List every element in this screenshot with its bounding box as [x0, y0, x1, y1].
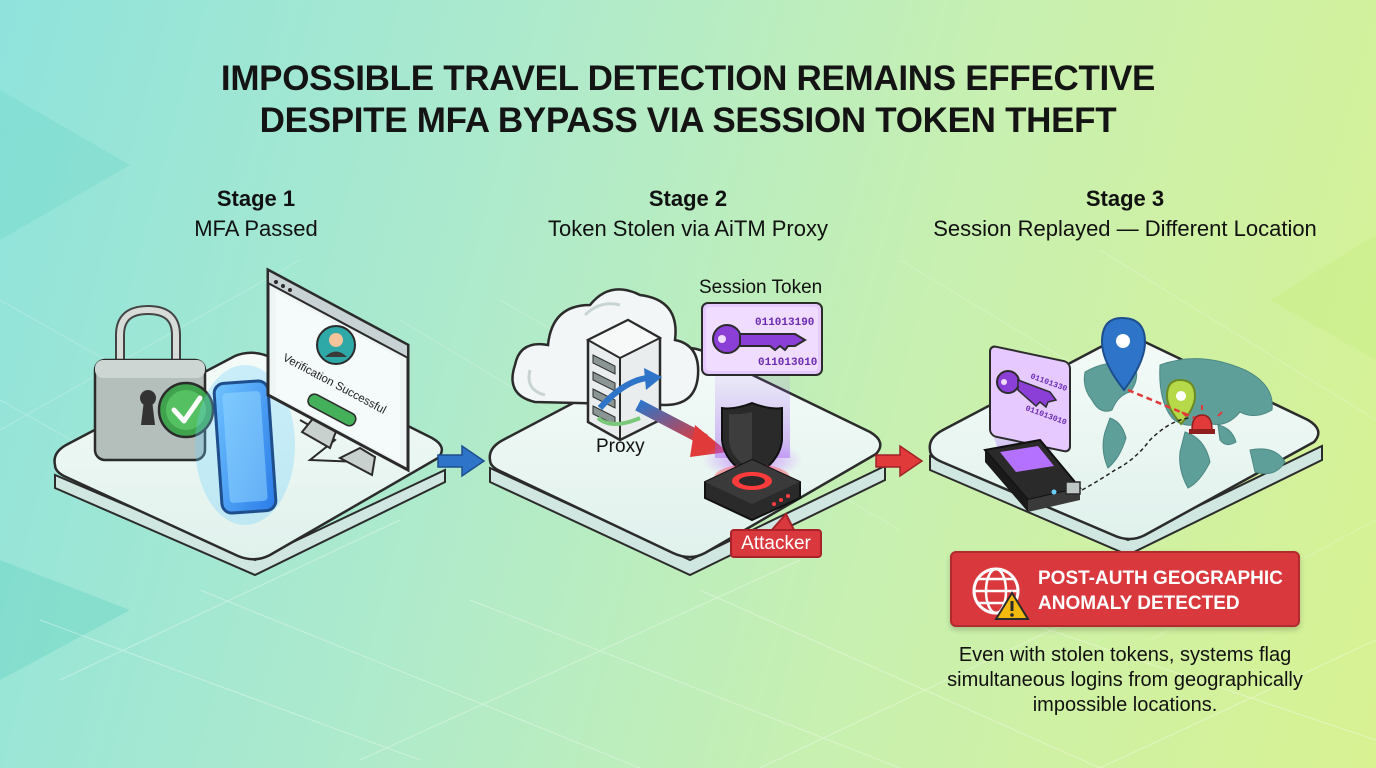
verification-progress-bar	[307, 393, 357, 427]
caption-line-2: simultaneous logins from geographically	[947, 669, 1303, 691]
checkmark-icon	[157, 381, 215, 439]
stage-3-subtitle: Session Replayed — Different Location	[933, 216, 1317, 241]
map-pin-icon	[1100, 316, 1147, 392]
title-line-2: DESPITE MFA BYPASS VIA SESSION TOKEN THE…	[259, 101, 1117, 140]
globe-icon	[972, 567, 1030, 620]
stage-2-number: Stage 2	[648, 186, 728, 211]
stage-3-number: Stage 3	[1085, 186, 1165, 211]
token-bits-bottom: 011013010	[758, 357, 817, 369]
usb-key-icon	[983, 417, 1191, 512]
caption-text: Even with stolen tokens, systems flag si…	[920, 643, 1330, 718]
shield-icon	[721, 401, 783, 480]
page-title: IMPOSSIBLE TRAVEL DETECTION REMAINS EFFE…	[0, 58, 1376, 142]
proxy-label: Proxy	[596, 436, 645, 457]
key-icon	[996, 370, 1058, 409]
token-bits-top: 011013190	[755, 317, 814, 329]
router-icon	[704, 458, 801, 522]
alert-text: POST-AUTH GEOGRAPHIC ANOMALY DETECTED	[1038, 566, 1300, 616]
session-token-label: Session Token	[699, 277, 823, 298]
title-line-1: IMPOSSIBLE TRAVEL DETECTION REMAINS EFFE…	[220, 59, 1156, 98]
stage-2-subtitle: Token Stolen via AiTM Proxy	[547, 216, 828, 241]
stage-1-subtitle: MFA Passed	[194, 216, 318, 241]
anomaly-alert-banner: POST-AUTH GEOGRAPHIC ANOMALY DETECTED	[950, 551, 1300, 627]
proxy-redirect-arrows	[596, 368, 662, 426]
smartphone-icon	[195, 365, 295, 525]
flow-arrow-2	[875, 444, 924, 478]
alert-line-1: POST-AUTH GEOGRAPHIC	[1038, 568, 1283, 589]
user-avatar-icon	[316, 325, 356, 365]
stage-3-heading: Stage 3 Session Replayed — Different Loc…	[895, 184, 1355, 244]
monitor-icon	[266, 267, 410, 477]
map-pin-icon	[1165, 378, 1197, 426]
stage-2-heading: Stage 2 Token Stolen via AiTM Proxy	[458, 184, 918, 244]
flow-arrow-1	[437, 444, 486, 478]
attacker-label: Attacker	[730, 529, 822, 558]
key-icon	[712, 324, 807, 354]
floor-grid	[39, 519, 1376, 768]
stage-1-heading: Stage 1 MFA Passed	[26, 184, 486, 244]
caption-line-1: Even with stolen tokens, systems flag	[958, 644, 1292, 666]
stage-1-number: Stage 1	[216, 186, 296, 211]
alarm-icon	[1181, 405, 1223, 434]
warning-icon	[994, 591, 1030, 620]
caption-line-3: impossible locations.	[1032, 694, 1218, 716]
alert-line-2: ANOMALY DETECTED	[1038, 593, 1240, 614]
